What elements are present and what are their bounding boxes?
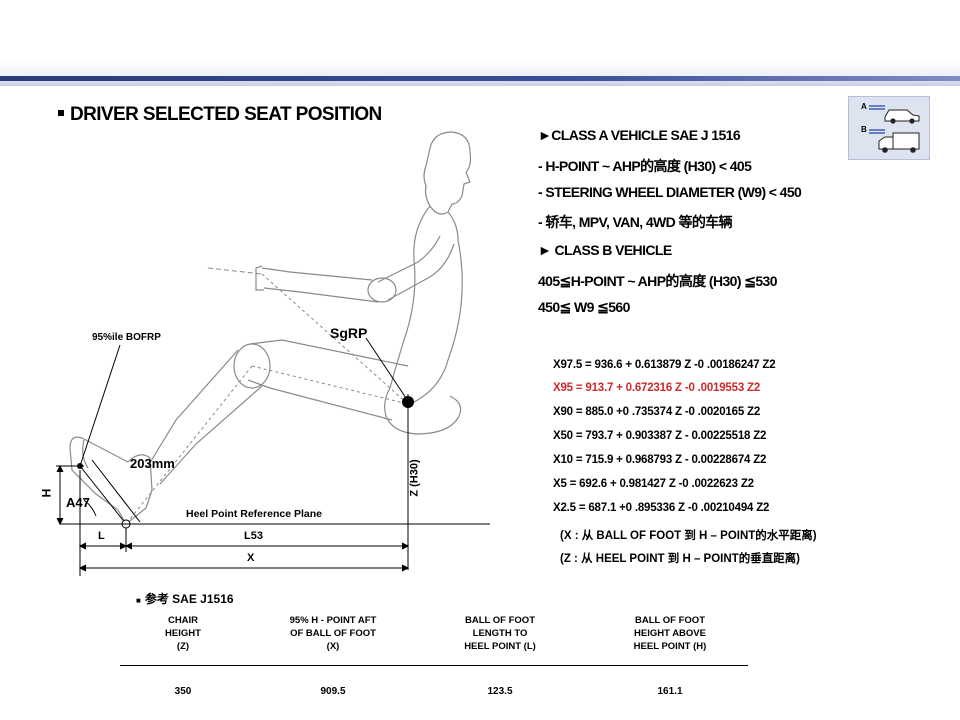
equation-x50: X50 = 793.7 + 0.903387 Z - 0.00225518 Z2 <box>553 430 767 442</box>
class-line-3: - STEERING WHEEL DIAMETER (W9) < 450 <box>538 184 802 200</box>
label-a47: A47 <box>66 495 90 510</box>
vehicle-class-graphic: A B <box>861 102 920 153</box>
label-bofrp: 95%ile BOFRP <box>92 332 161 343</box>
truck-icon <box>878 132 920 153</box>
sgrp-marker <box>365 337 414 570</box>
vehicle-class-icon: A B <box>848 96 930 160</box>
label-heel-plane: Heel Point Reference Plane <box>186 508 322 520</box>
class-line-2: - H-POINT ~ AHP的高度 (H30) < 405 <box>538 158 752 174</box>
equation-x97-5: X97.5 = 936.6 + 0.613879 Z -0 .00186247 … <box>553 359 776 371</box>
column-header-chair-height: CHAIR HEIGHT (Z) <box>165 615 201 652</box>
class-line-7: 450≦ W9 ≦560 <box>538 299 630 315</box>
class-a-letter: A <box>861 102 867 111</box>
header-rule <box>0 76 960 81</box>
equation-x90: X90 = 885.0 +0 .735374 Z -0 .0020165 Z2 <box>553 406 761 418</box>
dimension-h <box>56 464 84 526</box>
class-line-4: - 轿车, MPV, VAN, 4WD 等的车辆 <box>538 214 733 230</box>
column-header-h-point-aft: 95% H - POINT AFT OF BALL OF FOOT (X) <box>289 615 377 652</box>
equation-x2-5: X2.5 = 687.1 +0 .895336 Z -0 .00210494 Z… <box>553 502 770 514</box>
page-title: DRIVER SELECTED SEAT POSITION <box>58 104 382 126</box>
reference-title: ■参考 SAE J1516 <box>136 590 234 607</box>
class-line-5: ► CLASS B VEHICLE <box>538 242 672 258</box>
bullet-icon <box>58 109 64 116</box>
column-header-ball-height: BALL OF FOOT HEIGHT ABOVE HEEL POINT (H) <box>633 615 707 652</box>
label-h: H <box>39 488 54 498</box>
page-title-text: DRIVER SELECTED SEAT POSITION <box>70 104 382 125</box>
note-z-definition: (Z : 从 HEEL POINT 到 H – POINT的垂直距离) <box>560 553 801 565</box>
label-l53: L53 <box>244 530 263 542</box>
label-z-h30: Z (H30) <box>408 459 421 497</box>
header-band <box>0 0 960 86</box>
column-header-ball-length: BALL OF FOOT LENGTH TO HEEL POINT (L) <box>464 615 536 652</box>
dimension-203mm-line <box>79 465 127 525</box>
label-x: X <box>247 552 255 564</box>
note-x-definition: (X : 从 BALL OF FOOT 到 H – POINT的水平距离) <box>560 530 817 542</box>
class-b-letter: B <box>861 125 867 134</box>
class-line-1: ►CLASS A VEHICLE SAE J 1516 <box>538 127 741 143</box>
class-line-6: 405≦H-POINT ~ AHP的高度 (H30) ≦530 <box>538 273 778 289</box>
label-203mm: 203mm <box>130 456 175 471</box>
label-sgrp: SgRP <box>330 325 368 341</box>
dimension-203mm-extension <box>91 459 141 523</box>
reach-lines <box>125 267 409 525</box>
mannequin-outline <box>69 131 472 525</box>
equation-x95: X95 = 913.7 + 0.672316 Z -0 .0019553 Z2 <box>553 382 761 394</box>
car-icon <box>884 109 920 124</box>
bofrp-pointer <box>79 344 121 467</box>
reference-title-text: 参考 SAE J1516 <box>144 592 234 606</box>
label-l: L <box>98 530 105 542</box>
value-chair-height: 350 <box>174 686 192 697</box>
horizontal-dimensions <box>78 470 410 576</box>
angle-a47-arc <box>83 499 97 517</box>
table-divider <box>120 665 748 666</box>
value-ball-height: 161.1 <box>657 686 683 697</box>
value-h-point-aft: 909.5 <box>320 686 346 697</box>
equation-x10: X10 = 715.9 + 0.968793 Z - 0.00228674 Z2 <box>553 454 767 466</box>
bullet-icon: ■ <box>136 596 141 605</box>
equation-x5: X5 = 692.6 + 0.981427 Z -0 .0022623 Z2 <box>553 478 754 490</box>
value-ball-length: 123.5 <box>487 686 513 697</box>
